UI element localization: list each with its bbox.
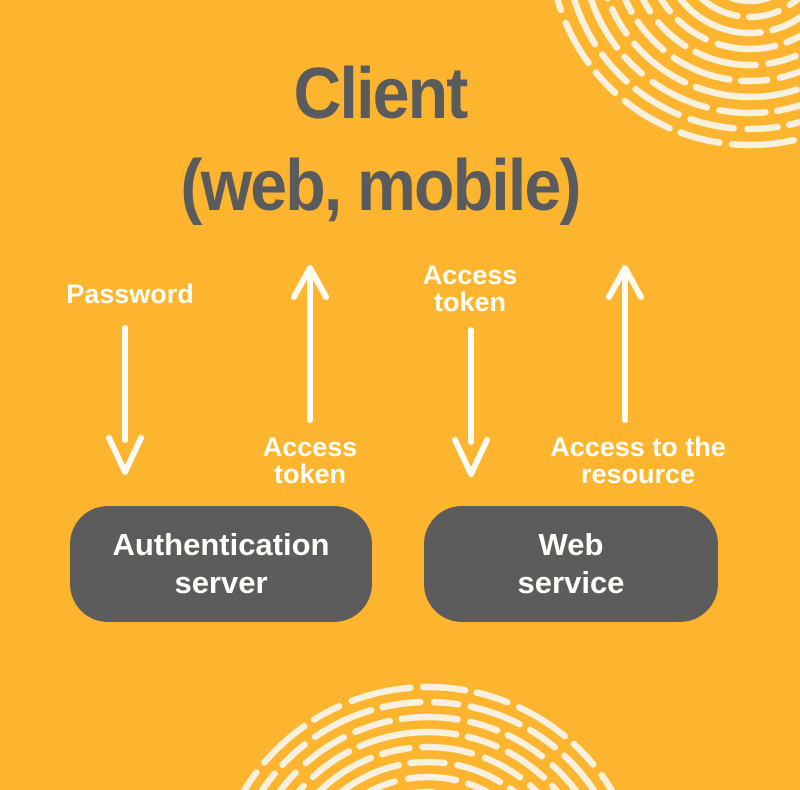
title-line-1: Client — [293, 54, 469, 134]
diagram-title: Client (web, mobile) — [30, 48, 729, 232]
edge-label-password: Password — [66, 279, 194, 309]
fingerprint-bottom-icon — [209, 683, 647, 790]
node-authentication-server: Authentication server — [70, 506, 372, 622]
arrow-down-icon — [106, 325, 144, 475]
node-web-service-label: Web service — [517, 527, 625, 600]
edge-label-access-resource: Access to the resource — [550, 432, 726, 489]
node-web-service: Web service — [424, 506, 718, 622]
arrow-down-icon — [452, 327, 490, 477]
arrow-up-icon — [606, 265, 644, 423]
title-line-2: (web, mobile) — [180, 146, 581, 226]
node-authentication-server-label: Authentication server — [112, 527, 330, 600]
edge-label-access-token-return: Access token — [262, 432, 358, 489]
edge-label-access-token-send: Access token — [422, 260, 518, 317]
arrow-up-icon — [291, 265, 329, 423]
